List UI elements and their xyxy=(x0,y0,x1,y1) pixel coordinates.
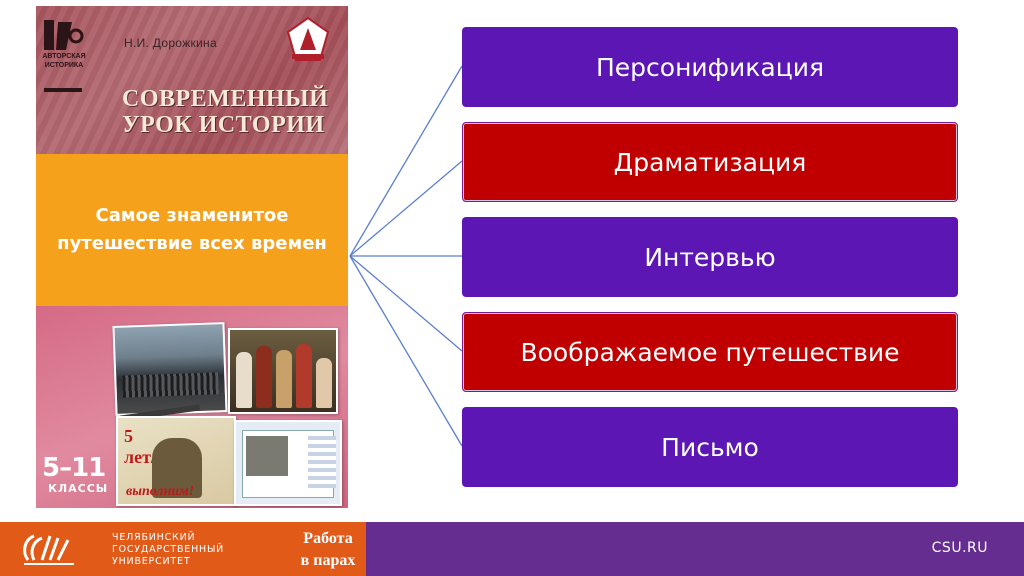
method-box-interview: Интервью xyxy=(462,217,958,297)
book-subtitle-line1: Самое знаменитое xyxy=(95,205,289,226)
grades-text: КЛАССЫ xyxy=(48,482,109,495)
method-label: Воображаемое путешествие xyxy=(520,337,900,367)
method-box-dramatization: Драматизация xyxy=(462,122,958,202)
method-label: Интервью xyxy=(644,242,776,272)
method-label: Драматизация xyxy=(613,147,807,177)
method-box-imaginary-journey: Воображаемое путешествие xyxy=(462,312,958,392)
book-title-line2: УРОК ИСТОРИИ xyxy=(122,112,325,138)
university-name-line1: ЧЕЛЯБИНСКИЙ xyxy=(112,532,196,543)
connector-line-4 xyxy=(349,255,463,352)
photo-poster: 5 лет/4 выполним! xyxy=(116,416,236,506)
book-subtitle-line2: путешествие всех времен xyxy=(57,233,327,254)
book-cover-subtitle-band: Самое знаменитое путешествие всех времен xyxy=(36,154,348,306)
footer-purple-panel xyxy=(366,522,1024,576)
work-mode-line1: Работа xyxy=(303,530,353,547)
series-logo-icon xyxy=(44,20,84,92)
grades-label: 5–11 КЛАССЫ xyxy=(42,454,108,495)
footer-orange-panel xyxy=(0,522,366,576)
book-cover: Самое знаменитое путешествие всех времен… xyxy=(36,6,348,508)
university-name-line3: УНИВЕРСИТЕТ xyxy=(112,556,191,567)
method-label: Персонификация xyxy=(595,52,825,82)
photo-parade xyxy=(112,322,228,416)
poster-text-bottom: выполним! xyxy=(126,484,195,499)
work-mode-line2: в парах xyxy=(300,552,356,569)
site-link[interactable]: CSU.RU xyxy=(931,540,988,556)
university-logo-icon xyxy=(23,534,74,565)
method-box-personification: Персонификация xyxy=(462,27,958,107)
university-name-line2: ГОСУДАРСТВЕННЫЙ xyxy=(112,544,225,555)
photo-screen xyxy=(234,420,342,506)
method-label: Письмо xyxy=(661,432,759,462)
connector-line-1 xyxy=(349,65,463,257)
photo-costumes xyxy=(228,328,338,414)
grades-number: 5–11 xyxy=(42,453,106,483)
standard-logo-icon xyxy=(286,16,330,61)
book-subtitle: Самое знаменитое путешествие всех времен xyxy=(57,202,327,258)
book-title: СОВРЕМЕННЫЙ УРОК ИСТОРИИ xyxy=(122,86,342,138)
footer: ЧЕЛЯБИНСКИЙ ГОСУДАРСТВЕННЫЙ УНИВЕРСИТЕТ … xyxy=(0,522,1024,576)
connector-line-5 xyxy=(349,255,463,447)
method-box-letter: Письмо xyxy=(462,407,958,487)
work-mode-label: Работа в парах xyxy=(290,528,366,572)
book-title-line1: СОВРЕМЕННЫЙ xyxy=(122,86,329,112)
book-author: Н.И. Дорожкина xyxy=(124,36,217,50)
university-name: ЧЕЛЯБИНСКИЙ ГОСУДАРСТВЕННЫЙ УНИВЕРСИТЕТ xyxy=(112,532,224,568)
series-text: АВТОРСКАЯ ИСТОРИКА xyxy=(42,53,86,69)
connector-line-2 xyxy=(349,160,463,257)
